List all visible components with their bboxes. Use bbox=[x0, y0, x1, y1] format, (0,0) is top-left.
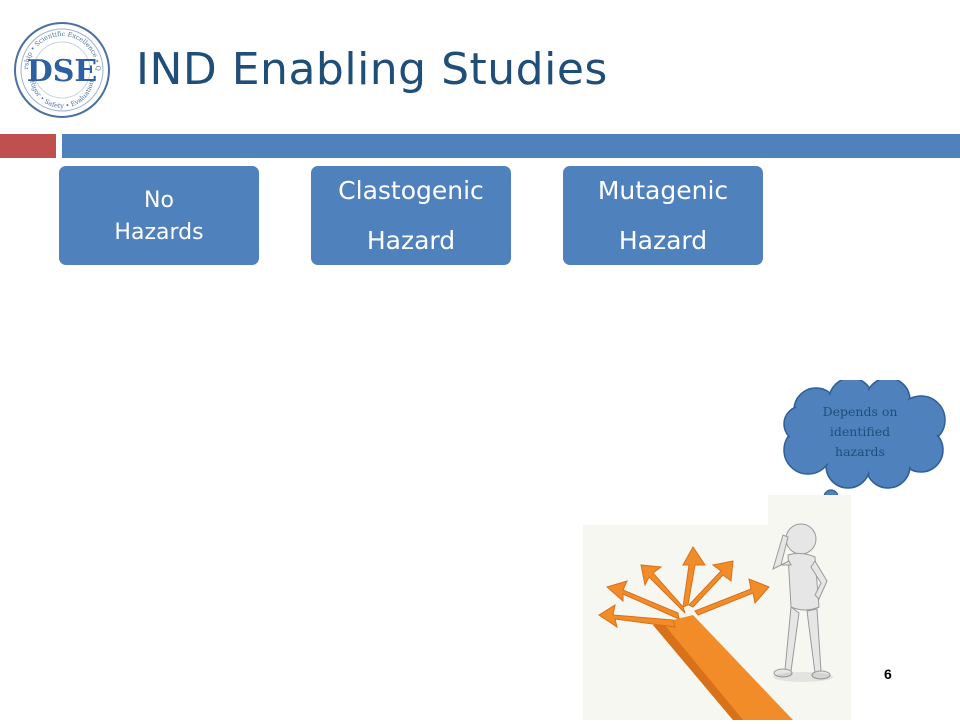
thought-line: hazards bbox=[835, 444, 885, 459]
thought-line: Depends on bbox=[822, 404, 898, 419]
person-crossroads-illustration-icon bbox=[583, 495, 851, 720]
box-label-line: Hazards bbox=[114, 219, 204, 245]
thought-line: identified bbox=[829, 424, 891, 439]
dse-logo-icon: Leadership • Scientific Excellence • Qua… bbox=[9, 14, 112, 120]
accent-bar-blue bbox=[62, 134, 960, 158]
slide-title: IND Enabling Studies bbox=[136, 44, 608, 95]
box-label-line: Clastogenic bbox=[338, 175, 484, 205]
box-label-line: Hazard bbox=[366, 225, 456, 255]
box-label-line: Hazard bbox=[618, 225, 708, 255]
box-mutagenic-hazard: Mutagenic Hazard bbox=[563, 166, 763, 265]
box-no-hazards: No Hazards bbox=[59, 166, 259, 265]
page-number: 6 bbox=[884, 666, 892, 682]
box-label-line: No bbox=[144, 187, 174, 213]
logo-text: DSE bbox=[27, 54, 98, 89]
thought-bubble-text: Depends on identified hazards bbox=[800, 402, 920, 462]
accent-bar-red bbox=[0, 134, 56, 158]
thought-bubble-icon bbox=[776, 377, 954, 522]
box-clastogenic-hazard: Clastogenic Hazard bbox=[311, 166, 511, 265]
box-label-line: Mutagenic bbox=[597, 175, 729, 205]
